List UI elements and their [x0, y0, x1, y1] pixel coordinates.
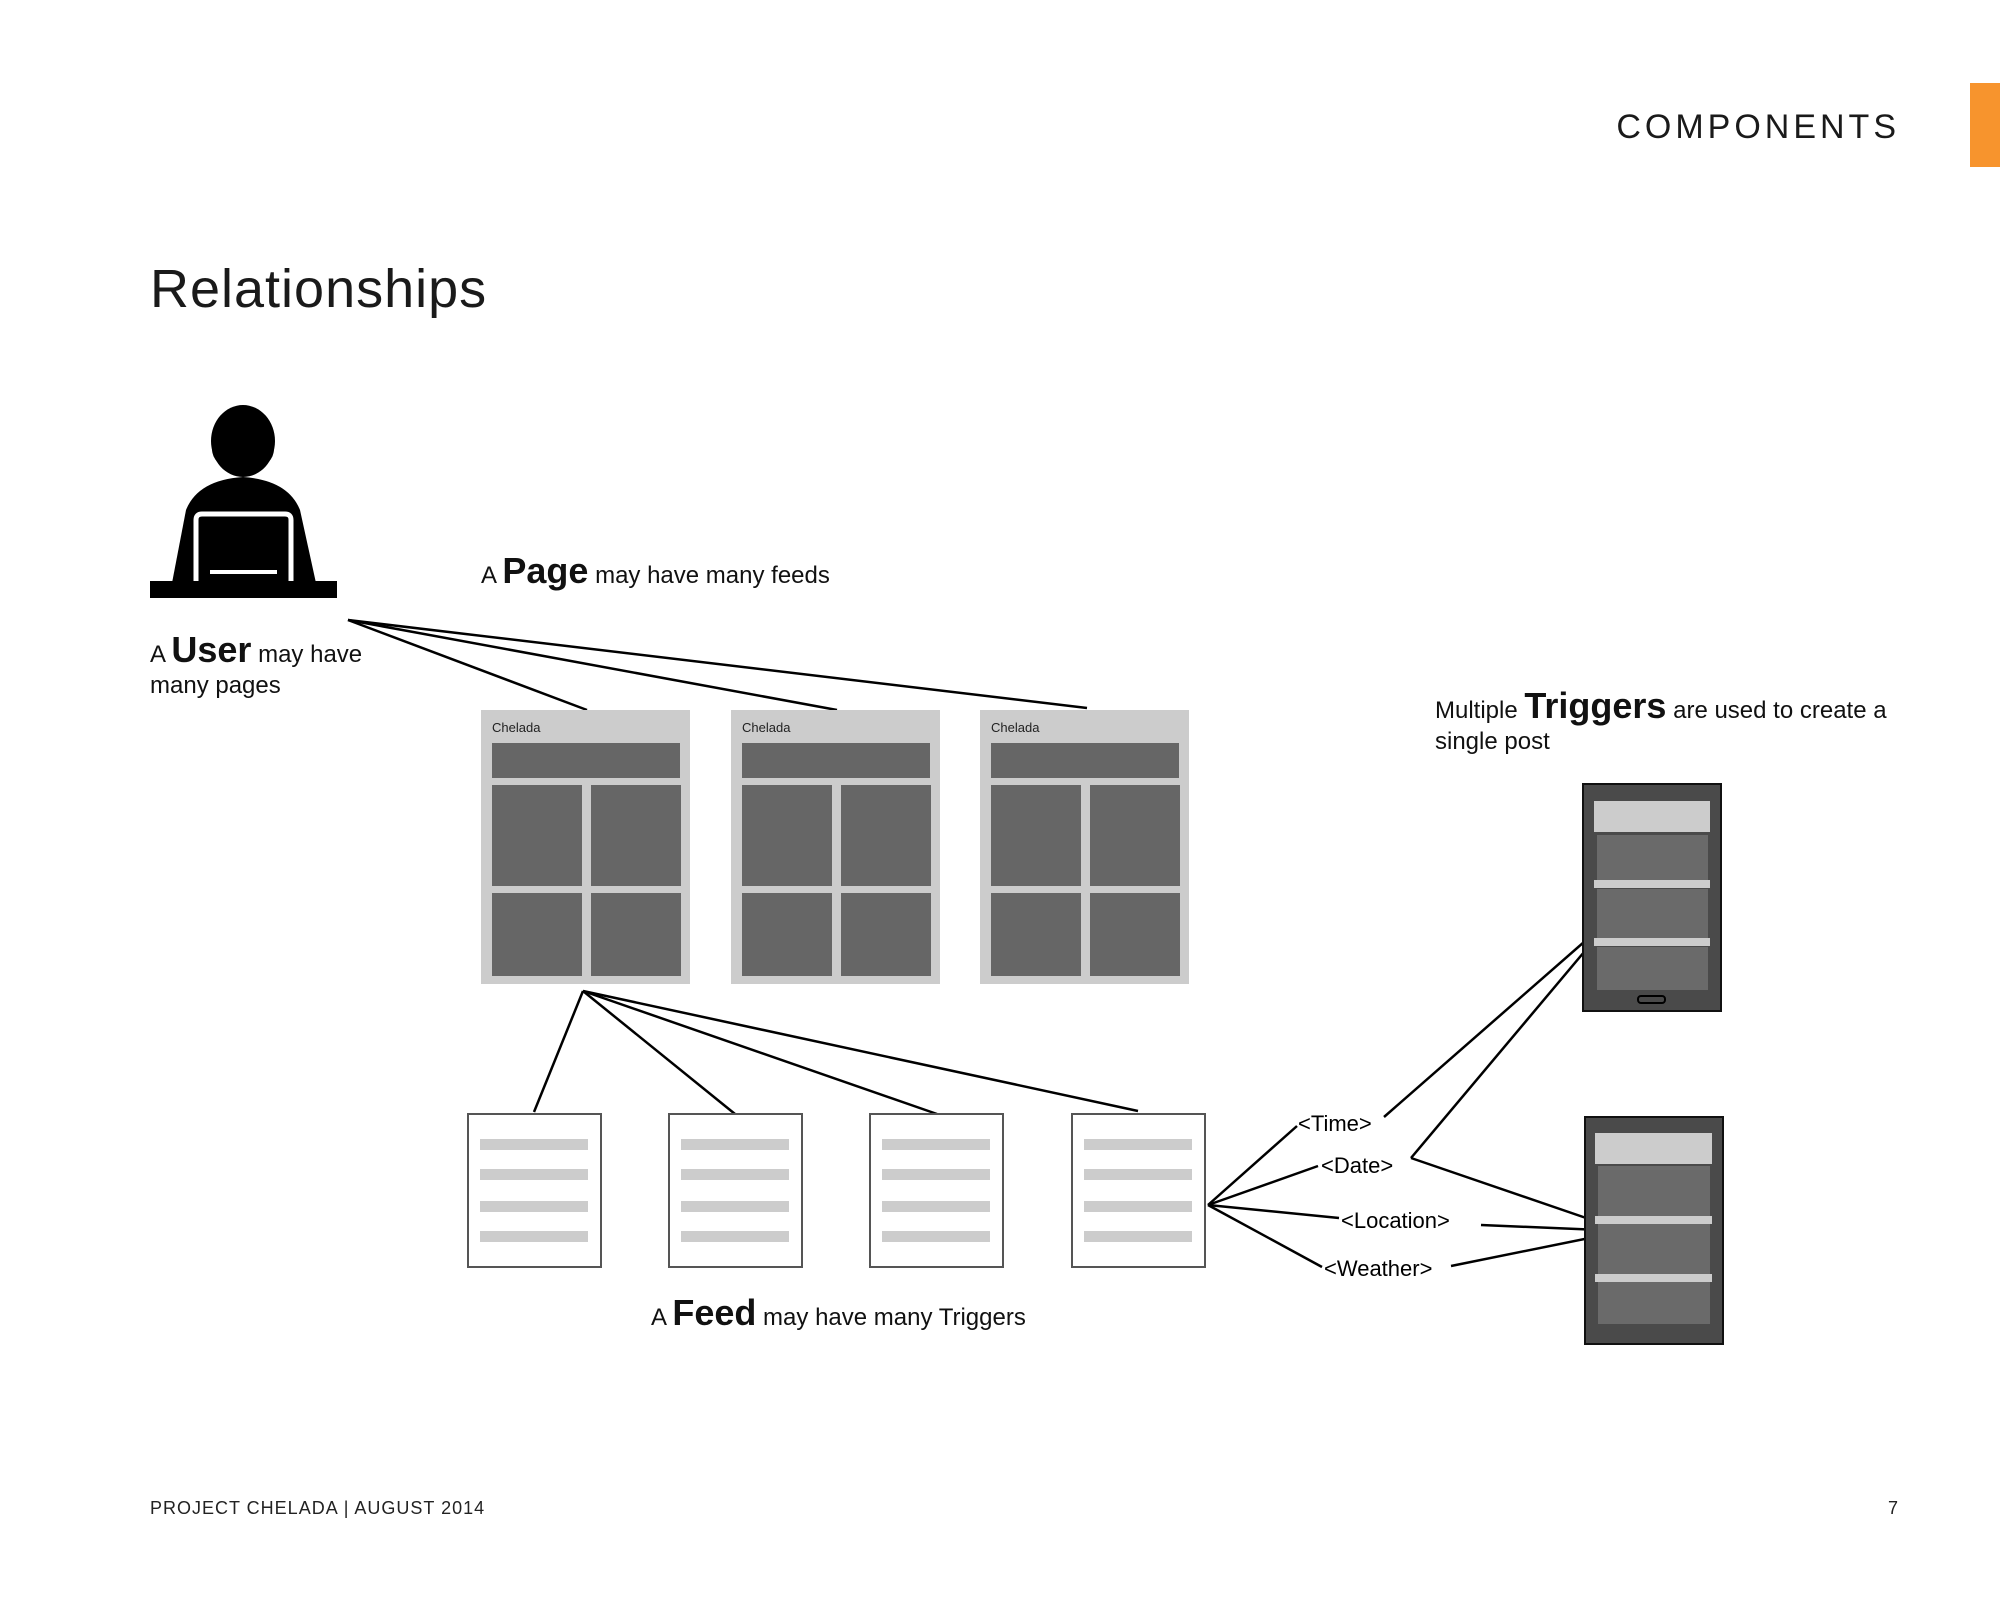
caption-prefix: A	[651, 1304, 673, 1331]
page-wireframe: Chelada	[731, 710, 940, 984]
mobile-phone-icon	[1584, 1116, 1724, 1345]
page-feed-line	[582, 989, 938, 1116]
page-label: Chelada	[991, 720, 1040, 735]
triggers-group: <Time> <Date> <Location> <Weather>	[1298, 1111, 1450, 1281]
page-feed-line	[532, 990, 585, 1113]
desk	[150, 581, 337, 598]
feed-caption: A Feed may have many Triggers	[651, 1295, 1026, 1333]
caption-suffix: may have many pages	[150, 641, 363, 699]
caption-emphasis: Feed	[672, 1292, 757, 1333]
caption-suffix: are used to create a single post	[1435, 697, 1887, 755]
page-feed-line	[582, 989, 1139, 1113]
user-page-line	[347, 618, 1088, 710]
page-feed-line	[582, 990, 736, 1115]
page-title: Relationships	[150, 259, 488, 319]
caption-prefix: Multiple	[1435, 697, 1525, 724]
pages-group: Chelada Chelada Chelada	[481, 710, 1189, 984]
user-caption: A User may have many pages	[150, 632, 390, 701]
trigger-post-line	[1383, 913, 1617, 1118]
mobile-phone-icon	[1582, 783, 1722, 1012]
feed-document-icon	[668, 1113, 803, 1268]
feed-document-icon	[467, 1113, 602, 1268]
caption-emphasis: User	[171, 629, 252, 670]
caption-prefix: A	[481, 562, 503, 589]
page-caption: A Page may have many feeds	[481, 553, 830, 591]
accent-tab	[1970, 83, 2000, 167]
triggers-caption: Multiple Triggers are used to create a s…	[1435, 688, 1925, 757]
user-neck	[212, 430, 274, 468]
page-wireframe: Chelada	[481, 710, 690, 984]
trigger-label: <Location>	[1341, 1208, 1450, 1233]
feed-document-icon	[869, 1113, 1004, 1268]
feed-trigger-line	[1207, 1203, 1323, 1269]
feed-trigger-line	[1207, 1164, 1319, 1207]
trigger-post-line	[1410, 913, 1617, 1159]
feeds-group	[467, 1113, 1206, 1268]
footer-project: PROJECT CHELADA | AUGUST 2014	[150, 1498, 486, 1518]
section-title: COMPONENTS	[1616, 108, 1900, 146]
user-at-laptop-icon	[150, 405, 337, 598]
page-wireframe: Chelada	[980, 710, 1189, 984]
page-number: 7	[1888, 1498, 1899, 1518]
caption-prefix: A	[150, 641, 172, 668]
user-page-line	[347, 618, 588, 712]
trigger-label: <Date>	[1321, 1153, 1393, 1178]
feed-trigger-line	[1207, 1125, 1298, 1206]
caption-emphasis: Page	[502, 550, 589, 591]
user-page-line	[347, 618, 838, 712]
page-label: Chelada	[492, 720, 541, 735]
feed-trigger-line	[1207, 1203, 1340, 1220]
caption-suffix: may have many feeds	[588, 562, 830, 589]
feed-document-icon	[1071, 1113, 1206, 1268]
laptop-screen	[193, 511, 294, 581]
trigger-label: <Time>	[1298, 1111, 1372, 1136]
caption-suffix: may have many Triggers	[756, 1304, 1026, 1331]
user-body	[172, 477, 316, 583]
page-label: Chelada	[742, 720, 791, 735]
caption-emphasis: Triggers	[1524, 685, 1667, 726]
trigger-label: <Weather>	[1324, 1256, 1432, 1281]
